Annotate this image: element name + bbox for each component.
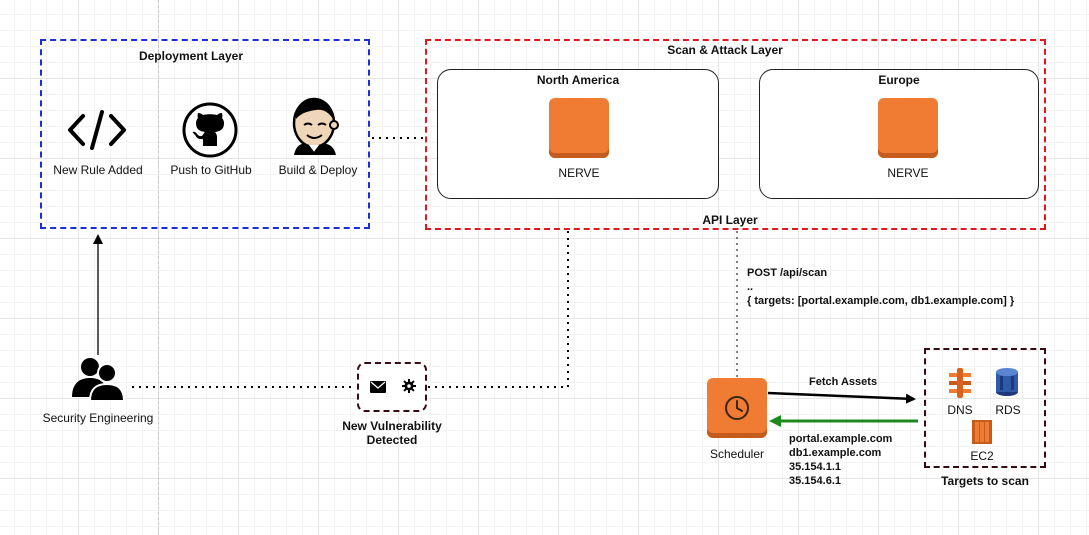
scan-layer-title: Scan & Attack Layer (667, 43, 783, 57)
request-line-3: { targets: [portal.example.com, db1.exam… (747, 295, 1015, 307)
deployment-layer-box (40, 39, 370, 229)
step-label-push-github: Push to GitHub (170, 163, 252, 177)
vulnerability-label-line1: New Vulnerability (342, 419, 442, 433)
clock-icon (723, 394, 751, 422)
vulnerability-event-box (357, 362, 427, 412)
request-line-2: .. (747, 281, 754, 293)
jenkins-icon (288, 95, 344, 161)
ec2-icon (970, 418, 994, 446)
envelope-icon (370, 380, 386, 393)
nerve-node-icon-na (549, 98, 609, 158)
asset-item-2: db1.example.com (789, 447, 882, 459)
api-layer-label: API Layer (702, 213, 758, 227)
code-icon (65, 106, 129, 154)
targets-title: Targets to scan (941, 474, 1029, 488)
request-line-1: POST /api/scan (747, 267, 828, 279)
scan-attack-layer-box (425, 39, 1046, 230)
region-name-europe: Europe (878, 73, 920, 87)
targets-box (924, 348, 1046, 468)
nerve-label-na: NERVE (558, 166, 600, 180)
step-label-build-deploy: Build & Deploy (278, 163, 358, 177)
rds-icon (995, 367, 1019, 397)
target-label-rds: RDS (995, 403, 1021, 417)
region-name-north-america: North America (536, 73, 620, 87)
github-icon (182, 102, 238, 158)
nerve-label-eu: NERVE (887, 166, 929, 180)
asset-item-4: 35.154.6.1 (789, 475, 841, 487)
asset-item-1: portal.example.com (789, 433, 893, 445)
nerve-node-icon-eu (878, 98, 938, 158)
canvas-guide-line (158, 0, 159, 535)
asset-item-3: 35.154.1.1 (789, 461, 841, 473)
gear-icon (402, 379, 416, 393)
route53-icon (946, 368, 974, 398)
target-label-ec2: EC2 (970, 449, 994, 463)
connector-vuln-scan (428, 231, 569, 388)
target-label-dns: DNS (947, 403, 973, 417)
fetch-assets-label: Fetch Assets (809, 376, 878, 388)
deployment-layer-title: Deployment Layer (138, 49, 244, 63)
scheduler-label: Scheduler (709, 447, 765, 461)
step-label-new-rule: New Rule Added (53, 163, 143, 177)
users-icon (70, 355, 126, 402)
vulnerability-label-line2: Detected (366, 433, 418, 447)
security-engineering-label: Security Engineering (42, 411, 154, 425)
fetch-assets-arrow (767, 391, 916, 404)
